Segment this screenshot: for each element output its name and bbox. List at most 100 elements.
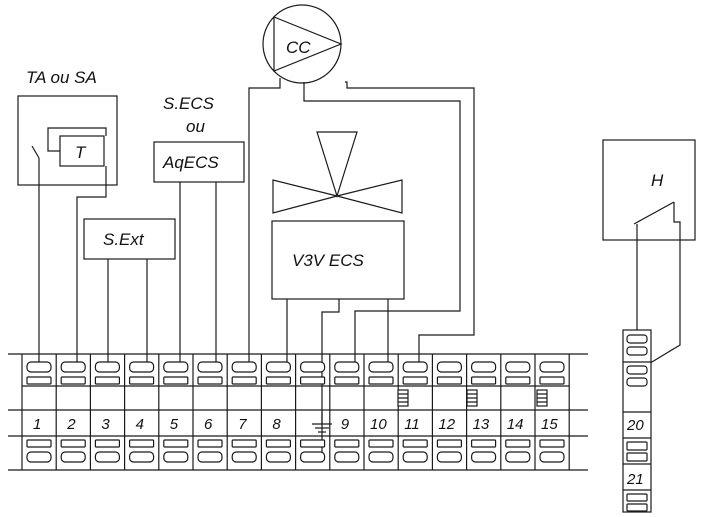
terminal-cell: 5 bbox=[158, 361, 193, 463]
terminal-screw-top bbox=[471, 361, 497, 373]
terminal-screw-bottom bbox=[368, 451, 394, 463]
terminal-clamp-top bbox=[539, 376, 565, 385]
wires bbox=[38, 78, 681, 452]
terminal-clamp-bottom bbox=[539, 439, 565, 448]
terminal-clamp-top bbox=[163, 376, 189, 385]
side-terminal-block: 20 21 bbox=[622, 329, 652, 513]
hygrostat-box bbox=[602, 139, 696, 241]
terminal-screw-bottom bbox=[163, 451, 189, 463]
terminal-cell: 13 bbox=[466, 361, 501, 463]
terminal-clamp-top bbox=[436, 376, 462, 385]
fuse-terminal-12 bbox=[466, 389, 478, 407]
terminal-clamp-top bbox=[94, 376, 121, 385]
terminal-screw-top bbox=[60, 361, 86, 373]
terminal-clamp-top bbox=[300, 376, 326, 385]
terminal-screw-bottom bbox=[300, 451, 326, 463]
terminal-clamp-bottom bbox=[231, 439, 257, 448]
terminal-screw-top bbox=[197, 361, 223, 373]
terminal-clamp-top bbox=[505, 376, 531, 385]
terminal-number: 6 bbox=[204, 416, 213, 433]
terminal-clamp-top bbox=[197, 376, 223, 385]
terminal-number: 13 bbox=[473, 416, 490, 433]
terminal-clamp-top bbox=[26, 376, 52, 385]
sext-label: S.Ext bbox=[103, 230, 145, 249]
wire-terminal-9 bbox=[303, 82, 461, 364]
terminal-number: 9 bbox=[341, 416, 350, 433]
terminal-number: 14 bbox=[507, 416, 524, 433]
terminal-cell: 14 bbox=[500, 361, 535, 463]
hygrostat-component: H bbox=[602, 139, 696, 241]
pump-component: CC bbox=[262, 4, 343, 84]
terminal-screw-top bbox=[163, 361, 189, 373]
wire-terminal-11 bbox=[345, 81, 475, 364]
terminal-screw-top bbox=[26, 361, 52, 373]
wire-terminal-21 bbox=[636, 202, 681, 372]
terminal-cell: 10 bbox=[364, 361, 399, 463]
valve-left-triangle bbox=[272, 179, 338, 214]
terminal-cell: 12 bbox=[432, 361, 467, 463]
terminal-screw-top bbox=[505, 361, 531, 373]
terminal-cell: 3 bbox=[90, 361, 125, 463]
terminal-screw-bottom bbox=[197, 451, 223, 463]
terminal-clamp-bottom bbox=[60, 439, 86, 448]
terminal-clamp-bottom bbox=[471, 439, 497, 448]
terminal-screw-bottom bbox=[471, 451, 497, 463]
terminal-number: 15 bbox=[541, 416, 558, 433]
side-block-frame bbox=[622, 329, 652, 513]
terminal-screw-top bbox=[265, 361, 291, 373]
wire-earth bbox=[321, 299, 340, 452]
terminal-clamp-top bbox=[129, 376, 155, 385]
pump-label: CC bbox=[286, 38, 311, 57]
terminal-screw-top bbox=[231, 361, 257, 373]
terminal-screw-bottom bbox=[129, 451, 155, 463]
valve-top-triangle bbox=[316, 131, 358, 199]
valve-component: V3V ECS bbox=[271, 131, 405, 300]
terminal-number: 5 bbox=[170, 416, 179, 433]
earth-symbol bbox=[312, 412, 332, 433]
side-terminal-20-label: 20 bbox=[626, 417, 644, 434]
thermostat-label: T bbox=[75, 143, 87, 162]
terminal-clamp-top bbox=[265, 376, 291, 385]
terminal-clamp-bottom bbox=[26, 439, 52, 448]
terminal-screw-top bbox=[539, 361, 565, 373]
sext-box bbox=[83, 218, 176, 260]
terminal-number: 11 bbox=[404, 416, 420, 433]
terminal-screw-bottom bbox=[539, 451, 565, 463]
terminal-screw-top bbox=[368, 361, 394, 373]
terminal-screw-top bbox=[436, 361, 462, 373]
terminal-number: 8 bbox=[272, 416, 281, 433]
terminal-clamp-top bbox=[231, 376, 257, 385]
terminal-screw-bottom bbox=[26, 451, 52, 463]
terminal-clamp-top bbox=[334, 376, 360, 385]
terminal-cell: 2 bbox=[56, 361, 91, 463]
terminal-cell: 6 bbox=[193, 361, 228, 463]
terminal-clamp-top bbox=[368, 376, 394, 385]
terminal-number: 3 bbox=[101, 416, 110, 433]
terminal-number: 4 bbox=[136, 416, 144, 433]
thermostat-box bbox=[59, 135, 105, 167]
terminal-clamp-bottom bbox=[94, 439, 121, 448]
terminal-screw-bottom bbox=[436, 451, 462, 463]
terminal-screw-top bbox=[334, 361, 360, 373]
terminal-clamp-bottom bbox=[368, 439, 394, 448]
terminal-number: 1 bbox=[33, 416, 41, 433]
secs-label-line1: S.ECS bbox=[163, 94, 215, 113]
fuse-symbols bbox=[397, 389, 548, 407]
terminal-clamp-bottom bbox=[163, 439, 189, 448]
terminal-clamp-top bbox=[471, 376, 497, 385]
valve-box bbox=[271, 220, 405, 300]
terminal-clamp-bottom bbox=[505, 439, 531, 448]
terminal-clamp-bottom bbox=[402, 439, 428, 448]
terminal-clamp-bottom bbox=[265, 439, 291, 448]
terminal-clamp-top bbox=[402, 376, 428, 385]
thermostat-loop-wire bbox=[47, 127, 107, 152]
hygrostat-label: H bbox=[651, 171, 664, 190]
terminal-clamp-bottom bbox=[197, 439, 223, 448]
secs-label-line2: ou bbox=[186, 117, 205, 136]
terminal-cell: 1 bbox=[22, 361, 57, 463]
sext-component: S.Ext bbox=[83, 218, 176, 260]
terminal-screw-top bbox=[300, 361, 326, 373]
terminal-cell bbox=[295, 361, 330, 463]
terminal-clamp-bottom bbox=[300, 439, 326, 448]
terminal-screw-bottom bbox=[402, 451, 428, 463]
